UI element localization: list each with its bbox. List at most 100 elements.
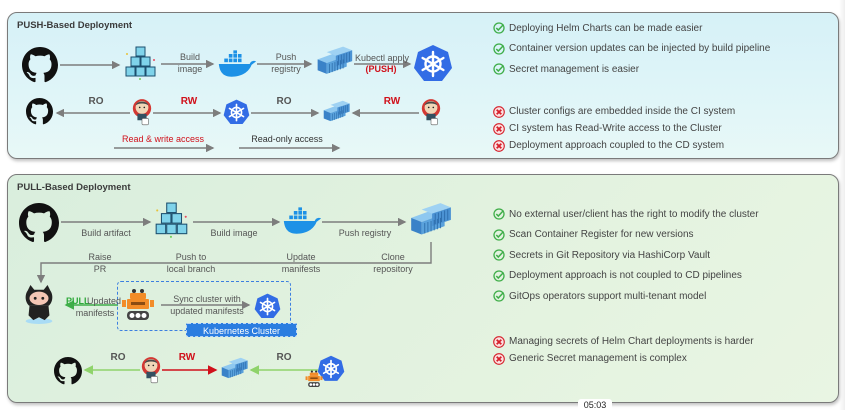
check-circle-icon [493,290,505,302]
container-registry-icon [410,202,452,235]
label-ro: RO [276,96,292,107]
label-build-1: Build [179,52,200,62]
check-circle-icon [493,208,505,220]
container-registry-icon [221,357,248,379]
label-ro: RO [88,96,104,107]
con-item: Managing secrets of Helm Chart deploymen… [493,333,754,350]
label-clone-repo-2: repository [373,264,413,274]
pro-text: No external user/client has the right to… [509,208,759,220]
kubernetes-icon [413,44,453,83]
label-ro: RO [276,352,292,363]
pull-panel-title: PULL-Based Deployment [17,182,131,193]
label-pull-updated-2: manifests [75,308,115,318]
con-text: Cluster configs are embedded inside the … [509,106,736,117]
pro-item: Scan Container Register for new versions [493,225,759,246]
label-pull-updated-1: Updated [87,296,122,306]
label-build-image: Build image [210,228,258,238]
label-raise-pr-1: Raise [88,252,112,262]
con-text: CI system has Read-Write access to the C… [509,123,722,134]
check-circle-icon [493,22,505,34]
right-edge-shadow [839,0,845,410]
cross-circle-icon [493,139,505,152]
pro-text: Deploying Helm Charts can be made easier [509,22,703,34]
pull-cons-list: Managing secrets of Helm Chart deploymen… [493,333,754,367]
push-panel-title: PUSH-Based Deployment [17,20,133,31]
kubernetes-icon [223,99,250,125]
pro-text: Scan Container Register for new versions [509,229,694,241]
label-pull-tag: PULL [66,296,90,306]
push-access-flow [26,98,441,153]
pro-text: Secret management is easier [509,63,640,75]
check-circle-icon [493,249,505,261]
label-sync-1: Sync cluster with [173,294,241,304]
con-text: Managing secrets of Helm Chart deploymen… [509,336,754,347]
check-circle-icon [493,229,505,241]
octocat-icon [25,285,53,324]
con-item: Generic Secret management is complex [493,350,754,367]
jenkins-icon [141,356,161,384]
container-registry-icon [323,100,350,122]
build-artifact-icon [155,202,188,239]
pro-text: Container version updates can be injecte… [509,43,771,55]
label-raise-pr-2: PR [93,264,107,274]
check-circle-icon [493,270,505,282]
pro-text: Secrets in Git Repository via HashiCorp … [509,249,711,261]
pro-item: Deployment approach is not coupled to CD… [493,266,759,287]
docker-icon [218,50,257,77]
arrow-return-to-git [36,242,432,284]
container-registry-icon [317,46,353,75]
cross-circle-icon [493,105,505,118]
pro-item: Secrets in Git Repository via HashiCorp … [493,245,759,266]
github-icon [19,203,59,243]
con-text: Generic Secret management is complex [509,353,687,364]
cross-circle-icon [493,352,505,365]
push-pros-list: Deploying Helm Charts can be made easier… [493,18,770,80]
pull-access-flow [54,355,345,387]
pro-text: GitOps operators support multi-tenant mo… [509,290,707,302]
jenkins-icon [132,98,152,126]
label-push-local-2: local branch [166,264,216,274]
pull-build-flow [19,202,452,284]
label-update-manifests-1: Update [286,252,316,262]
con-item: Deployment approach coupled to the CD sy… [493,137,735,154]
push-deployment-panel: PUSH-Based Deployment [7,12,839,159]
jenkins-icon [421,98,441,126]
pull-gitops-flow [25,285,281,324]
pro-item: Secret management is easier [493,59,770,80]
push-cons-list: Cluster configs are embedded inside the … [493,103,735,154]
github-icon [26,98,53,125]
cross-circle-icon [493,122,505,135]
label-push-tag: (PUSH) [365,64,397,74]
label-kubectl-apply: Kubectl apply [354,53,410,63]
con-item: CI system has Read-Write access to the C… [493,120,735,137]
github-icon [54,357,82,385]
check-circle-icon [493,63,505,75]
video-timestamp: 05:03 [578,399,612,410]
pro-item: No external user/client has the right to… [493,204,759,225]
pro-text: Deployment approach is not coupled to CD… [509,270,742,282]
push-build-flow [22,44,453,83]
pro-item: GitOps operators support multi-tenant mo… [493,286,759,307]
label-push-registry: Push registry [338,228,392,238]
con-text: Deployment approach coupled to the CD sy… [509,140,725,151]
label-rw: RW [178,352,196,363]
label-build-2: image [177,64,203,74]
cross-circle-icon [493,335,505,348]
label-read-only-access: Read-only access [251,134,323,144]
label-push-1: Push [275,52,297,62]
label-push-2: registry [271,64,301,74]
docker-icon [283,207,322,234]
build-artifact-icon [125,46,156,81]
pull-pros-list: No external user/client has the right to… [493,204,759,307]
con-item: Cluster configs are embedded inside the … [493,103,735,120]
kubernetes-cluster-label: Kubernetes Cluster [186,323,297,337]
label-clone-repo-1: Clone [381,252,405,262]
label-ro: RO [110,352,126,363]
label-read-write-access: Read & write access [121,134,205,144]
check-circle-icon [493,43,505,55]
label-rw: RW [180,96,198,107]
label-update-manifests-2: manifests [281,264,321,274]
label-rw: RW [383,96,401,107]
pro-item: Container version updates can be injecte… [493,39,770,60]
